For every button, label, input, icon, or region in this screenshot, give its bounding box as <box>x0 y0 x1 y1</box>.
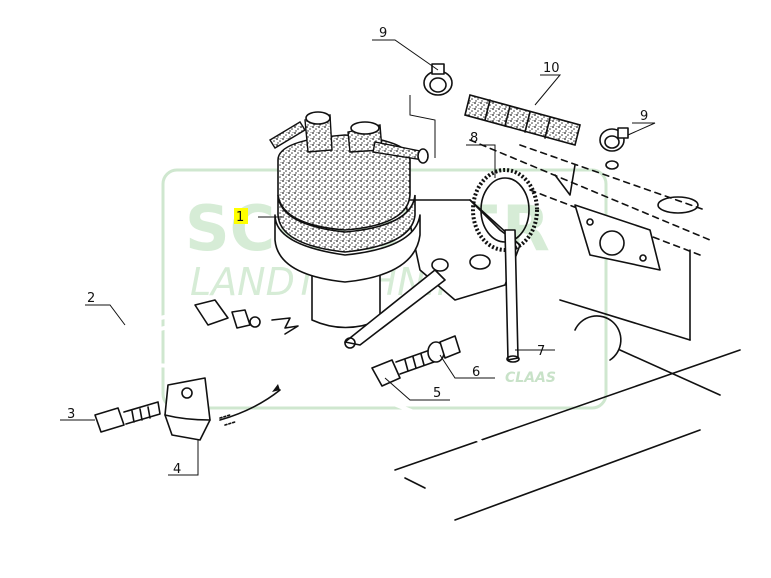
hose-clamp-upper <box>423 63 453 96</box>
callout-3[interactable]: 3 <box>67 407 75 422</box>
leader-lines <box>60 39 656 476</box>
engine-block-outline <box>394 139 741 521</box>
push-rod <box>504 229 520 363</box>
callout-1-highlight <box>234 208 248 224</box>
callout-5[interactable]: 5 <box>433 386 441 401</box>
pipe-clip <box>164 377 281 441</box>
fuel-line <box>74 299 492 501</box>
callout-4[interactable]: 4 <box>173 462 181 477</box>
hose-clamp-lower <box>599 127 629 152</box>
fuel-pump-assembly <box>269 111 521 349</box>
callout-2[interactable]: 2 <box>87 291 95 306</box>
callout-8[interactable]: 8 <box>470 131 478 146</box>
bolt-5 <box>371 349 435 387</box>
callout-9-upper[interactable]: 9 <box>379 26 387 41</box>
callouts: 1 2 3 4 5 6 7 8 9 9 10 <box>67 26 648 477</box>
callout-9-lower[interactable]: 9 <box>640 109 648 124</box>
fuel-hose <box>464 94 581 146</box>
callout-6[interactable]: 6 <box>472 365 480 380</box>
bolt-3 <box>94 401 161 433</box>
bolt-6 <box>427 335 461 363</box>
watermark-line3: CLAAS <box>505 370 556 386</box>
callout-10[interactable]: 10 <box>543 61 560 76</box>
callout-7[interactable]: 7 <box>537 344 545 359</box>
callout-1[interactable]: 1 <box>236 210 244 225</box>
